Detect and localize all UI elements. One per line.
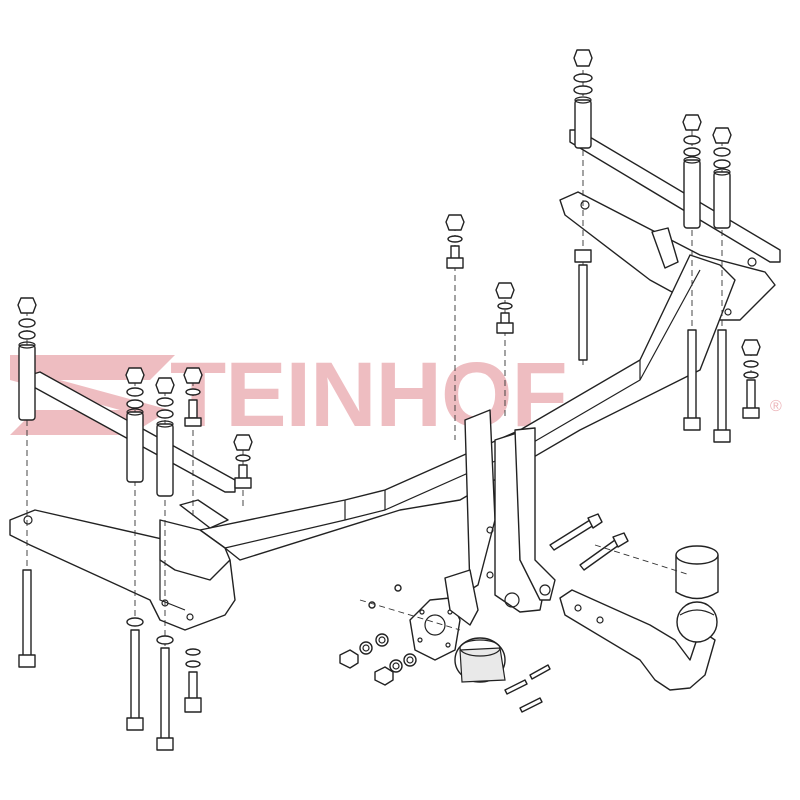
center-mounting-plates xyxy=(464,409,556,613)
tow-bar-crossbeam xyxy=(199,254,736,561)
electrical-socket xyxy=(454,637,506,683)
left-hardware-stack xyxy=(17,297,253,751)
socket-screws xyxy=(504,664,551,713)
neck-bolts xyxy=(549,513,629,571)
tow-ball-neck xyxy=(559,589,716,691)
socket-nuts-washers xyxy=(339,584,417,686)
tow-ball-cap xyxy=(675,545,719,600)
tow-ball xyxy=(676,601,718,643)
right-hardware-stack xyxy=(573,49,761,443)
left-side-bracket xyxy=(9,499,236,631)
socket-plate xyxy=(409,569,479,661)
center-bolt-sets xyxy=(445,214,515,334)
